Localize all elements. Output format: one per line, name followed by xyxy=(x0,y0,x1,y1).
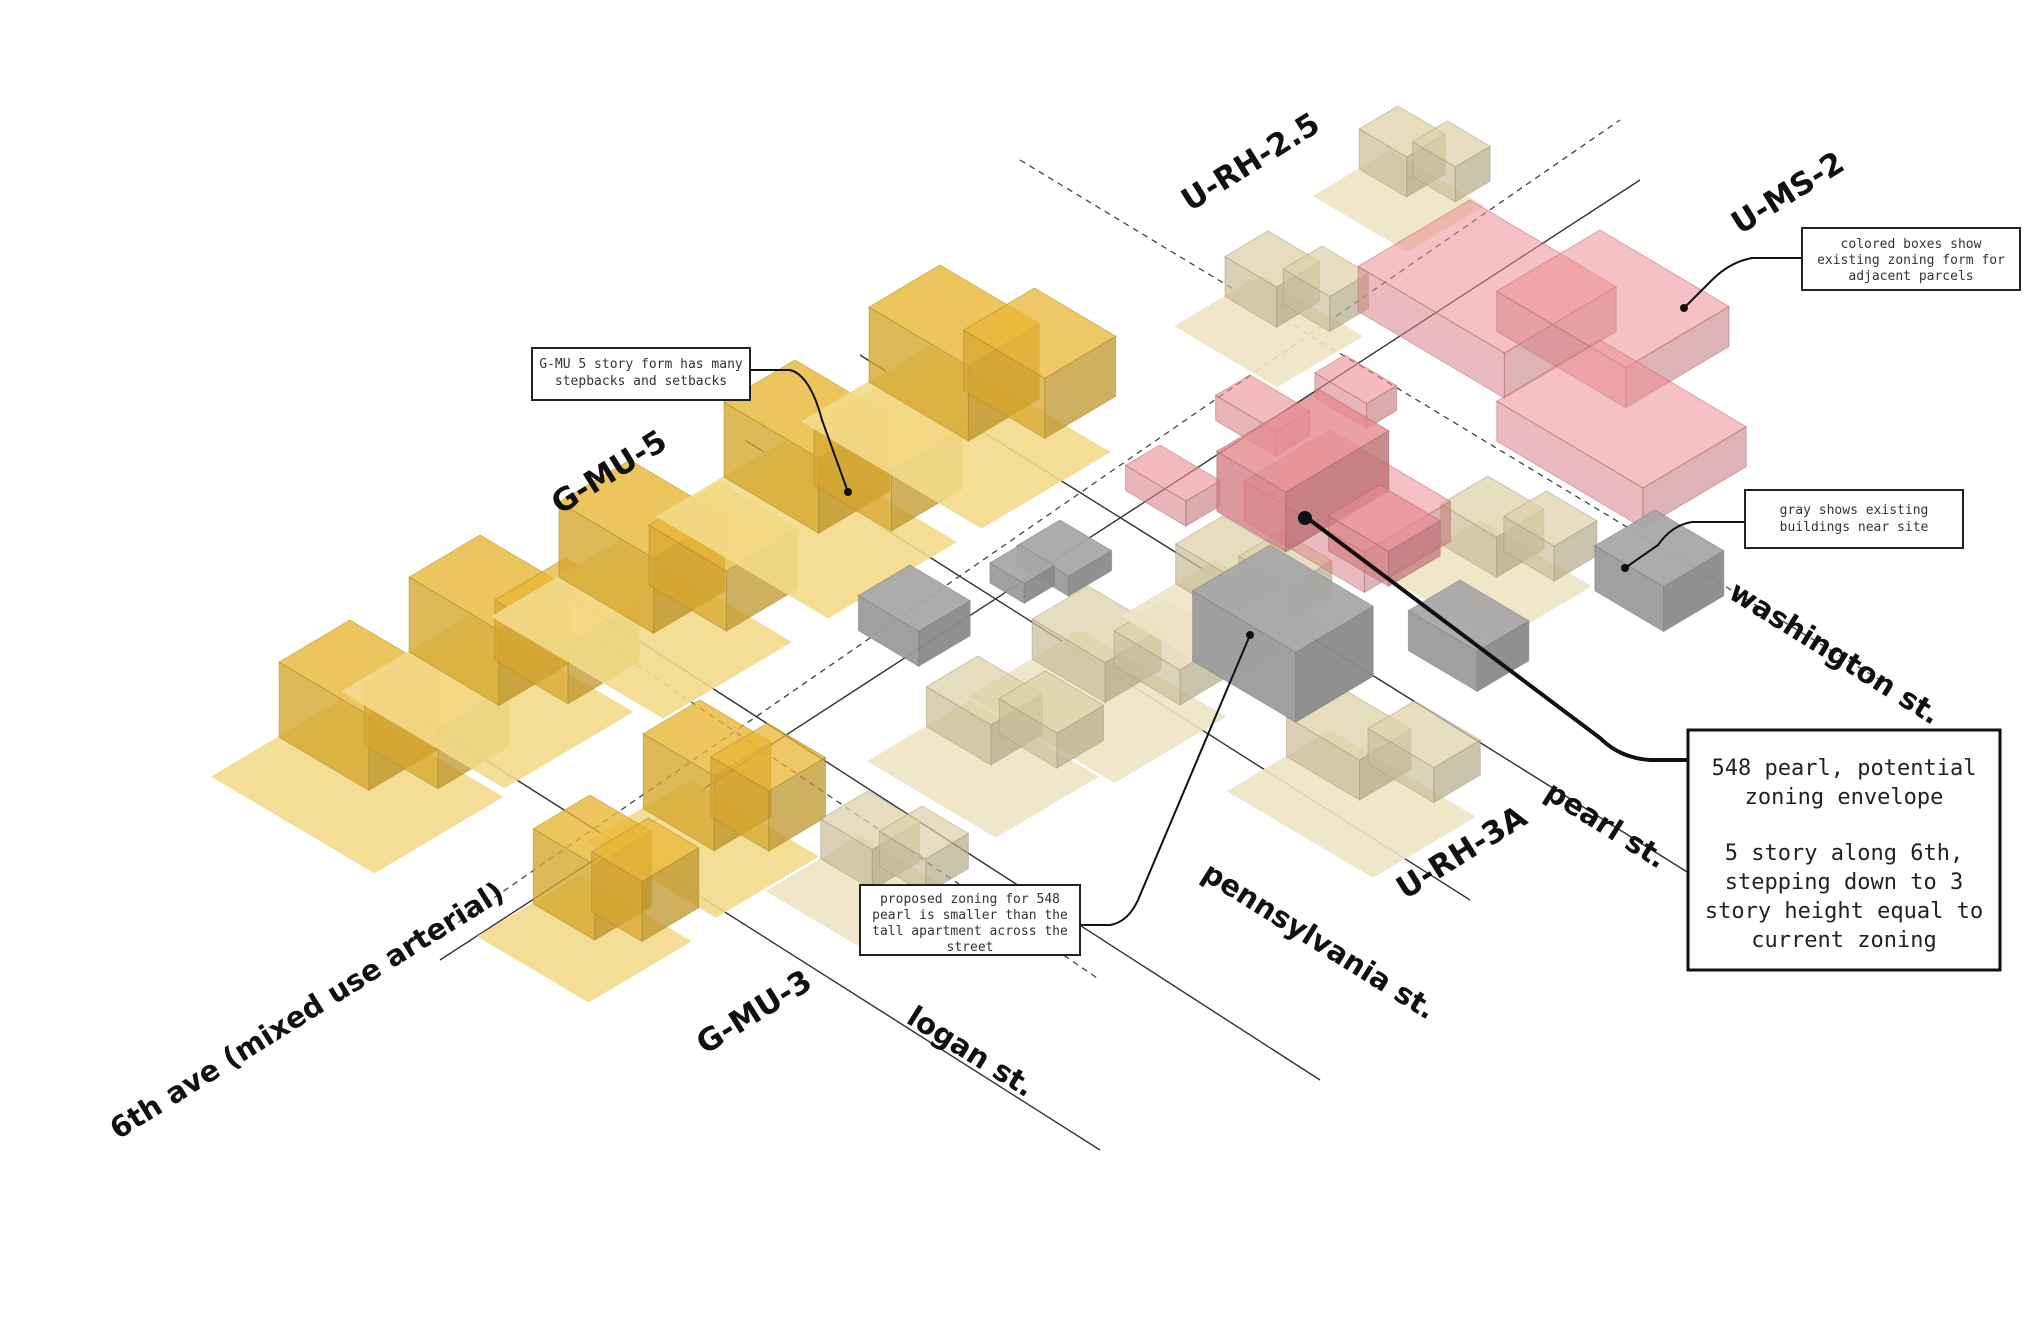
zone-label-gmu3: G-MU-3 xyxy=(690,963,818,1062)
annotation-proposed-line-3: tall apartment across the xyxy=(872,924,1068,939)
annotation-main-line-4: 5 story along 6th, xyxy=(1725,841,1963,866)
annotation-gray-buildings: gray shows existing buildings near site xyxy=(1745,490,1963,548)
annotation-main-line-7: current zoning xyxy=(1751,928,1936,953)
existing-building-24 xyxy=(1595,510,1724,632)
annotation-548-pearl: 548 pearl, potential zoning envelope 5 s… xyxy=(1688,730,2000,970)
annotation-gray-line-1: gray shows existing xyxy=(1780,503,1929,518)
street-label-washington: washington st. xyxy=(1723,574,1946,731)
annotation-colored-boxes: colored boxes show existing zoning form … xyxy=(1802,228,2020,290)
ums-parcel-small-20 xyxy=(1126,445,1221,526)
annotation-main-line-1: 548 pearl, potential xyxy=(1712,756,1977,781)
street-label-6th-ave: 6th ave (mixed use arterial) xyxy=(104,875,510,1146)
annotation-colored-line-1: colored boxes show xyxy=(1841,237,1982,252)
zone-label-urh25: U-RH-2.5 xyxy=(1175,106,1326,219)
annotation-proposed-line-2: pearl is smaller than the xyxy=(872,908,1068,923)
street-label-logan: logan st. xyxy=(901,999,1040,1104)
annotation-proposed-line-1: proposed zoning for 548 xyxy=(880,892,1060,907)
annotation-colored-line-2: existing zoning form for xyxy=(1817,253,2005,268)
annotation-proposed-line-4: street xyxy=(947,940,994,955)
annotation-gray-line-2: buildings near site xyxy=(1780,520,1929,535)
annotation-gmu-stepbacks: G-MU 5 story form has many stepbacks and… xyxy=(532,348,750,400)
annotation-proposed-zoning: proposed zoning for 548 pearl is smaller… xyxy=(860,885,1080,955)
annotation-main-line-2: zoning envelope xyxy=(1745,785,1944,810)
annotation-main-line-6: story height equal to xyxy=(1705,899,1983,924)
annotation-gmu-line-1: G-MU 5 story form has many xyxy=(539,357,743,372)
annotation-colored-line-3: adjacent parcels xyxy=(1848,269,1973,284)
parcel-blocks xyxy=(211,106,1746,1003)
street-label-pearl: pearl st. xyxy=(1539,774,1673,875)
annotation-gmu-line-2: stepbacks and setbacks xyxy=(555,374,727,389)
annotation-main-line-5: stepping down to 3 xyxy=(1725,870,1963,895)
